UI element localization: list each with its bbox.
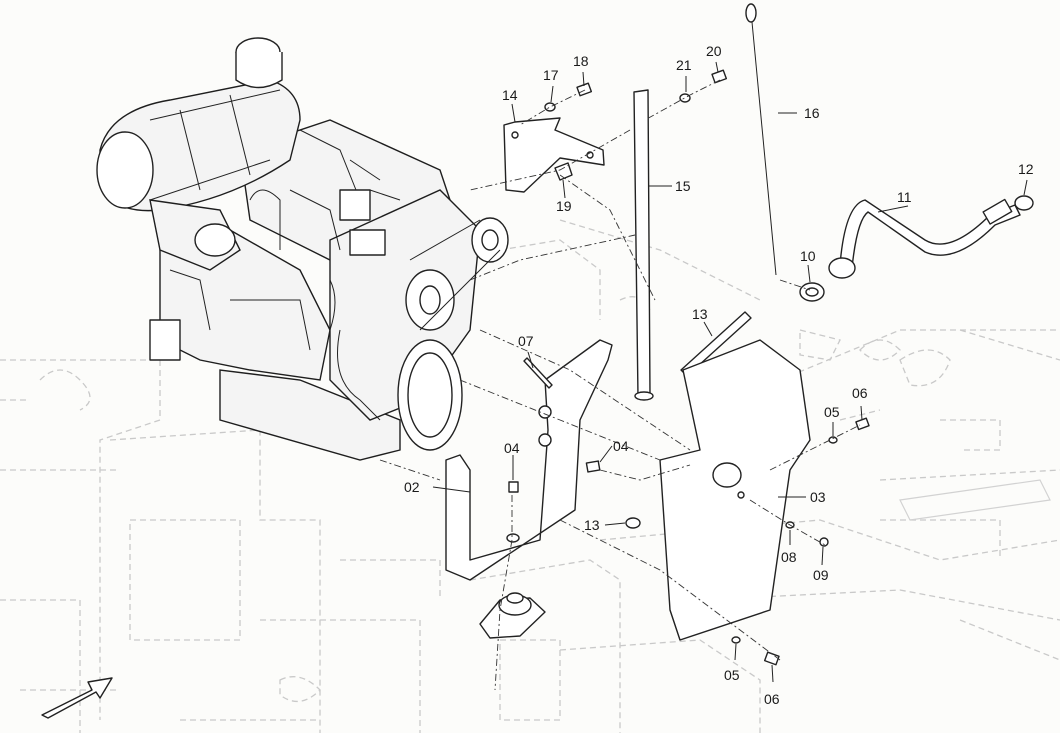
callout-labels: 02 03 04 04 05 05 06 06 07 08 09 10 11 1… [404,43,1034,707]
bracket-02 [445,339,613,581]
callout-04-a: 04 [504,440,520,456]
engine-assembly [96,37,509,461]
callout-13-b: 13 [584,517,600,533]
oil-drain-hose [828,198,1021,279]
callout-15: 15 [675,178,691,194]
callout-06-a: 06 [852,385,868,401]
dipstick-tube [633,89,654,401]
callout-17: 17 [543,67,559,83]
assembly-lines [379,79,861,691]
rubber-mount [479,592,546,639]
callout-19: 19 [556,198,572,214]
callout-03: 03 [810,489,826,505]
callout-11: 11 [897,189,912,205]
fittings [799,195,1034,302]
callout-07: 07 [518,333,534,349]
callout-21: 21 [676,57,692,73]
callout-08: 08 [781,549,797,565]
callout-leaders [432,61,1028,683]
callout-05-a: 05 [824,404,840,420]
callout-04-b: 04 [613,438,629,454]
callout-14: 14 [502,87,518,103]
callout-10: 10 [800,248,816,264]
direction-arrow-icon [41,677,113,719]
callout-09: 09 [813,567,829,583]
bracket-14 [503,117,605,193]
small-hardware [523,69,870,666]
callout-18: 18 [573,53,589,69]
callout-20: 20 [706,43,722,59]
dipstick [745,3,777,276]
cover-03 [659,339,811,641]
callout-06-b: 06 [764,691,780,707]
callout-12: 12 [1018,161,1034,177]
callout-05-b: 05 [724,667,740,683]
callout-16: 16 [804,105,820,121]
callout-02: 02 [404,479,420,495]
callout-13-a: 13 [692,306,708,322]
chassis-frame [0,219,1060,733]
